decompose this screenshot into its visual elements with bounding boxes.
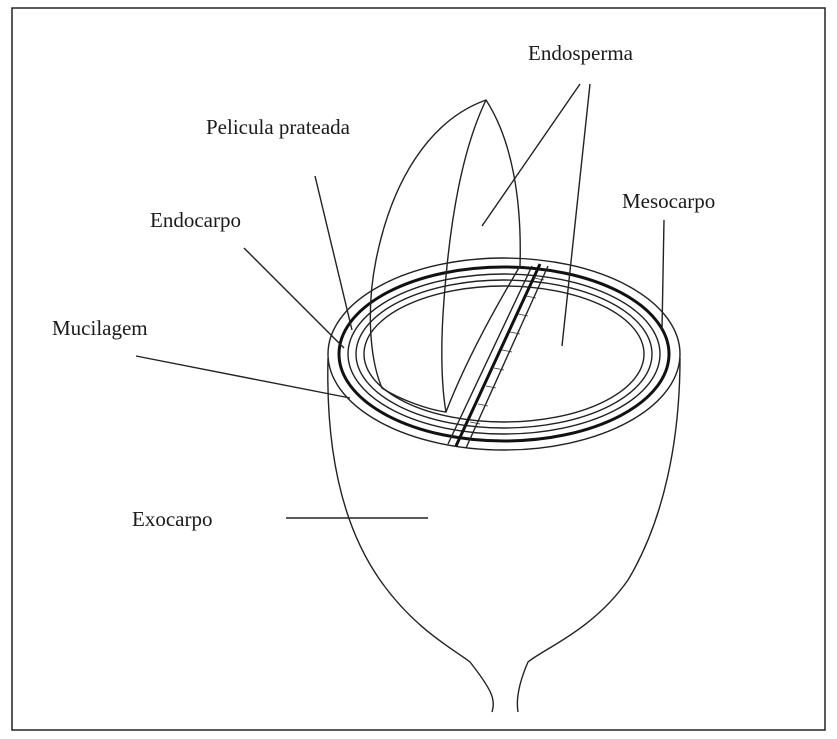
label-endosperma: Endosperma (528, 41, 634, 65)
label-endocarpo: Endocarpo (150, 208, 241, 232)
label-pelicula-prateada: Pelicula prateada (206, 115, 351, 139)
label-exocarpo: Exocarpo (132, 507, 212, 531)
diagram-frame (12, 8, 825, 730)
label-mesocarpo: Mesocarpo (622, 189, 715, 213)
label-mucilagem: Mucilagem (52, 316, 148, 340)
